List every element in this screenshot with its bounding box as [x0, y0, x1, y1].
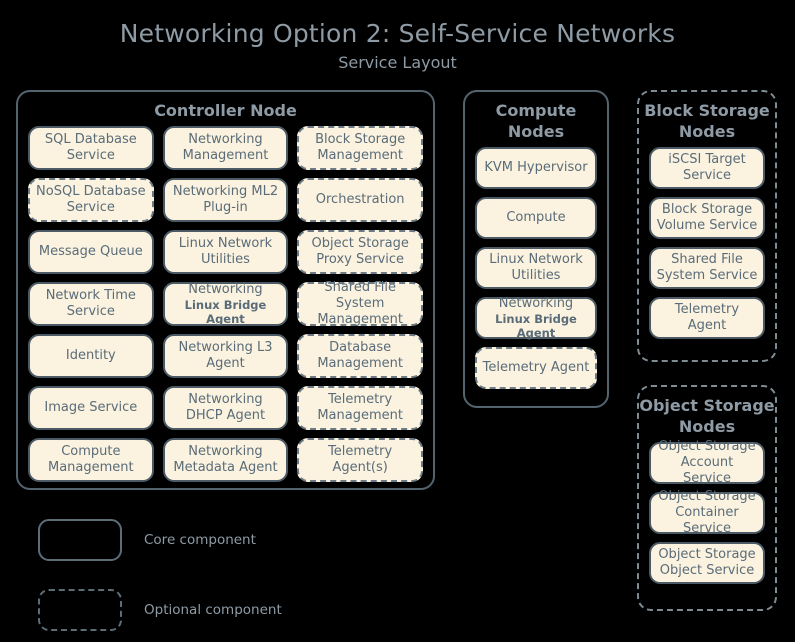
- page-subtitle: Service Layout: [338, 53, 457, 72]
- service-box[interactable]: iSCSI Target Service: [649, 147, 765, 189]
- service-box[interactable]: Shared File System Management: [297, 280, 423, 327]
- service-box-label: SQL Database Service: [44, 132, 137, 163]
- service-box[interactable]: Linux Network Utilities: [162, 230, 289, 274]
- service-box-label: iSCSI Target Service: [668, 152, 746, 183]
- service-box-label: Orchestration: [315, 192, 405, 207]
- service-box[interactable]: Object Storage Account Service: [649, 439, 765, 486]
- service-box-label: Linux Network Utilities: [489, 252, 583, 283]
- object-storage-nodes-group: Object Storage Nodes Object Storage Acco…: [637, 385, 777, 611]
- service-box[interactable]: Networking L3 Agent: [162, 334, 289, 378]
- service-box-label: Networking ML2 Plug-in: [172, 184, 279, 215]
- service-box-sublabel: Linux Bridge Agent: [495, 312, 577, 340]
- service-box[interactable]: Linux Network Utilities: [475, 247, 597, 289]
- service-box[interactable]: Identity: [28, 334, 154, 378]
- legend-item-optional: Optional component: [38, 586, 282, 634]
- service-box-label: Networking DHCP Agent: [185, 392, 266, 423]
- service-box[interactable]: Block Storage Volume Service: [649, 197, 765, 239]
- service-box[interactable]: Telemetry Agent: [475, 347, 597, 389]
- service-box-label: Linux Network Utilities: [178, 236, 273, 267]
- block-storage-nodes-group: Block Storage Nodes iSCSI Target Service…: [637, 90, 777, 362]
- page-title: Networking Option 2: Self-Service Networ…: [119, 19, 676, 48]
- service-box-sublabel: Linux Bridge Agent: [184, 298, 267, 326]
- service-box-label: Telemetry Agent: [482, 360, 590, 375]
- service-box-label: Identity: [65, 348, 116, 363]
- service-box-label: Object Storage Proxy Service: [311, 236, 409, 267]
- legend-swatch-solid: [38, 519, 122, 561]
- service-box[interactable]: Telemetry Management: [297, 386, 423, 430]
- service-box[interactable]: Database Management: [297, 334, 423, 378]
- service-box-label: Telemetry Management: [317, 392, 403, 423]
- service-box-label: Compute Management: [48, 444, 134, 475]
- compute-nodes-header: Compute Nodes: [495, 101, 577, 141]
- service-box[interactable]: SQL Database Service: [28, 126, 154, 170]
- service-box[interactable]: Compute Management: [28, 438, 154, 482]
- service-box-label: Message Queue: [38, 244, 143, 259]
- service-box-label: Network Time Service: [45, 288, 136, 319]
- service-box-label: NoSQL Database Service: [36, 184, 146, 215]
- service-box-label: KVM Hypervisor: [484, 160, 588, 175]
- service-box-label: Compute: [506, 210, 566, 225]
- title-block: Networking Option 2: Self-Service Networ…: [0, 18, 795, 74]
- service-box[interactable]: Shared File System Service: [649, 247, 765, 289]
- service-box[interactable]: Message Queue: [28, 230, 154, 274]
- service-box[interactable]: Networking DHCP Agent: [162, 386, 289, 430]
- service-box[interactable]: NoSQL Database Service: [28, 178, 154, 222]
- service-box[interactable]: Networking Metadata Agent: [162, 438, 289, 482]
- service-box[interactable]: Orchestration: [297, 178, 423, 222]
- block-storage-nodes-header: Block Storage Nodes: [644, 101, 770, 141]
- legend-label-core: Core component: [144, 532, 256, 548]
- service-box[interactable]: Block Storage Management: [297, 126, 423, 170]
- legend-swatch-dashed: [38, 589, 122, 631]
- object-storage-nodes-header: Object Storage Nodes: [639, 396, 775, 436]
- service-box[interactable]: Image Service: [28, 386, 154, 430]
- service-box-label: Networking Management: [182, 132, 269, 163]
- service-box-label: Networking: [498, 296, 574, 311]
- controller-node-service-grid: SQL Database Service Networking Managemen…: [18, 126, 433, 492]
- service-box-label: Block Storage Volume Service: [656, 202, 758, 233]
- service-box-label: Shared File System Service: [656, 252, 758, 283]
- service-box-label: Networking L3 Agent: [178, 340, 273, 371]
- service-box-label: Object Storage Account Service: [658, 439, 756, 486]
- service-box[interactable]: Network Time Service: [28, 282, 154, 326]
- service-box-label: Block Storage Management: [315, 132, 406, 163]
- service-box-label: Object Storage Container Service: [658, 489, 756, 536]
- service-box-label: Database Management: [317, 340, 403, 371]
- legend-label-optional: Optional component: [144, 602, 282, 618]
- service-box-label: Object Storage Object Service: [658, 547, 756, 578]
- service-box-label: Shared File System Management: [317, 280, 403, 327]
- service-box[interactable]: Compute: [475, 197, 597, 239]
- service-box[interactable]: Telemetry Agent(s): [297, 438, 423, 482]
- service-box[interactable]: Object Storage Object Service: [649, 542, 765, 584]
- controller-node-header: Controller Node: [154, 101, 297, 120]
- service-box[interactable]: Networking ML2 Plug-in: [162, 178, 289, 222]
- service-box[interactable]: Object Storage Proxy Service: [297, 230, 423, 274]
- service-box[interactable]: Networking Management: [162, 126, 289, 170]
- service-box-label: Networking Metadata Agent: [173, 444, 278, 475]
- legend-item-core: Core component: [38, 516, 282, 564]
- service-box-label: Telemetry Agent: [674, 302, 740, 333]
- service-box[interactable]: KVM Hypervisor: [475, 147, 597, 189]
- service-box-label: Image Service: [44, 400, 138, 415]
- legend: Core component Optional component: [38, 516, 282, 642]
- service-box-label: Telemetry Agent(s): [328, 444, 393, 475]
- service-box-label: Networking: [188, 282, 263, 297]
- service-box[interactable]: Telemetry Agent: [649, 297, 765, 339]
- service-box[interactable]: Object Storage Container Service: [649, 489, 765, 536]
